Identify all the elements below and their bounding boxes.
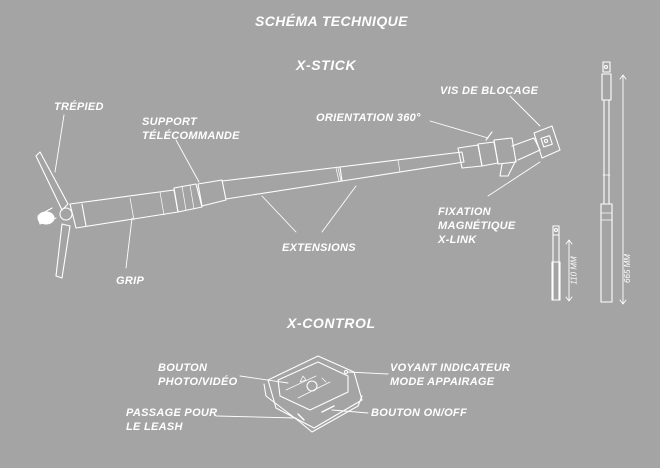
- xcontrol-leader-lines: [215, 371, 389, 419]
- label-extensions: EXTENSIONS: [282, 242, 356, 254]
- xstick-leader-lines: [54, 95, 541, 269]
- xcontrol-remote: [263, 355, 363, 433]
- label-bouton-photo-line1: BOUTON: [158, 362, 208, 374]
- label-passage-line2: LE LEASH: [126, 421, 183, 433]
- label-trepied: TRÉPIED: [54, 101, 104, 113]
- tripod-legs: [35, 151, 73, 279]
- label-support-line1: SUPPORT: [142, 116, 198, 128]
- xstick-drawing: [35, 125, 561, 279]
- label-fixation-magnetique: FIXATION MAGNÉTIQUE X-LINK: [438, 205, 516, 247]
- extension-shaft: [221, 151, 465, 200]
- label-voyant-line1: VOYANT INDICATEUR: [390, 362, 511, 374]
- dimension-110mm: 110 MM: [569, 256, 579, 285]
- label-fixation-line3: X-LINK: [438, 234, 477, 246]
- label-support-telecommande: SUPPORT TÉLÉCOMMANDE: [142, 115, 240, 143]
- label-passage-line1: PASSAGE POUR: [126, 407, 218, 419]
- label-bouton-photo-line2: PHOTO/VIDÉO: [158, 376, 238, 388]
- magnetic-mount: [533, 125, 561, 159]
- section-title-xcontrol: X-CONTROL: [287, 315, 376, 331]
- label-bouton-photo-video: BOUTON PHOTO/VIDÉO: [158, 361, 238, 389]
- grip: [69, 189, 179, 229]
- dimension-arrows: [565, 74, 627, 305]
- xstick-side-view: [551, 61, 613, 303]
- label-bouton-on-off: BOUTON ON/OFF: [371, 407, 467, 419]
- label-orientation-360: ORIENTATION 360°: [316, 112, 421, 124]
- label-fixation-line1: FIXATION: [438, 206, 491, 218]
- dimension-665mm: 665 MM: [622, 254, 632, 283]
- label-voyant-indicateur: VOYANT INDICATEUR MODE APPAIRAGE: [390, 361, 510, 389]
- section-title-xstick: X-STICK: [296, 57, 357, 73]
- page-title: SCHÉMA TECHNIQUE: [255, 13, 408, 29]
- label-grip: GRIP: [116, 275, 145, 287]
- label-fixation-line2: MAGNÉTIQUE: [438, 220, 516, 232]
- rotating-head: [457, 131, 541, 177]
- label-support-line2: TÉLÉCOMMANDE: [142, 130, 240, 142]
- remote-support: [173, 179, 227, 213]
- label-passage-leash: PASSAGE POUR LE LEASH: [126, 406, 217, 434]
- label-voyant-line2: MODE APPAIRAGE: [390, 376, 495, 388]
- label-vis-de-blocage: VIS DE BLOCAGE: [440, 85, 539, 97]
